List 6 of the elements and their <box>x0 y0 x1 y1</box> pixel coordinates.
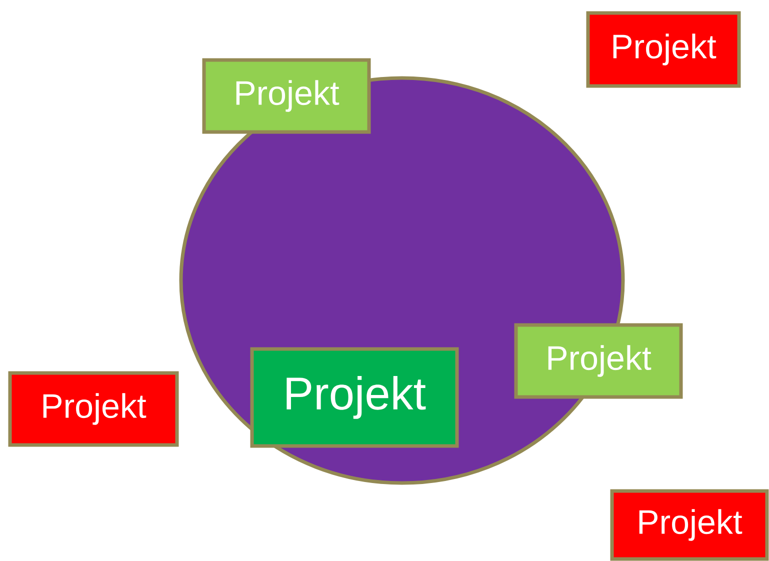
project-box: Projekt <box>514 323 683 399</box>
project-box: Projekt <box>8 371 179 447</box>
project-box: Projekt <box>202 58 371 134</box>
project-box: Projekt <box>250 347 459 448</box>
project-box: Projekt <box>586 11 741 88</box>
project-box: Projekt <box>610 489 769 561</box>
